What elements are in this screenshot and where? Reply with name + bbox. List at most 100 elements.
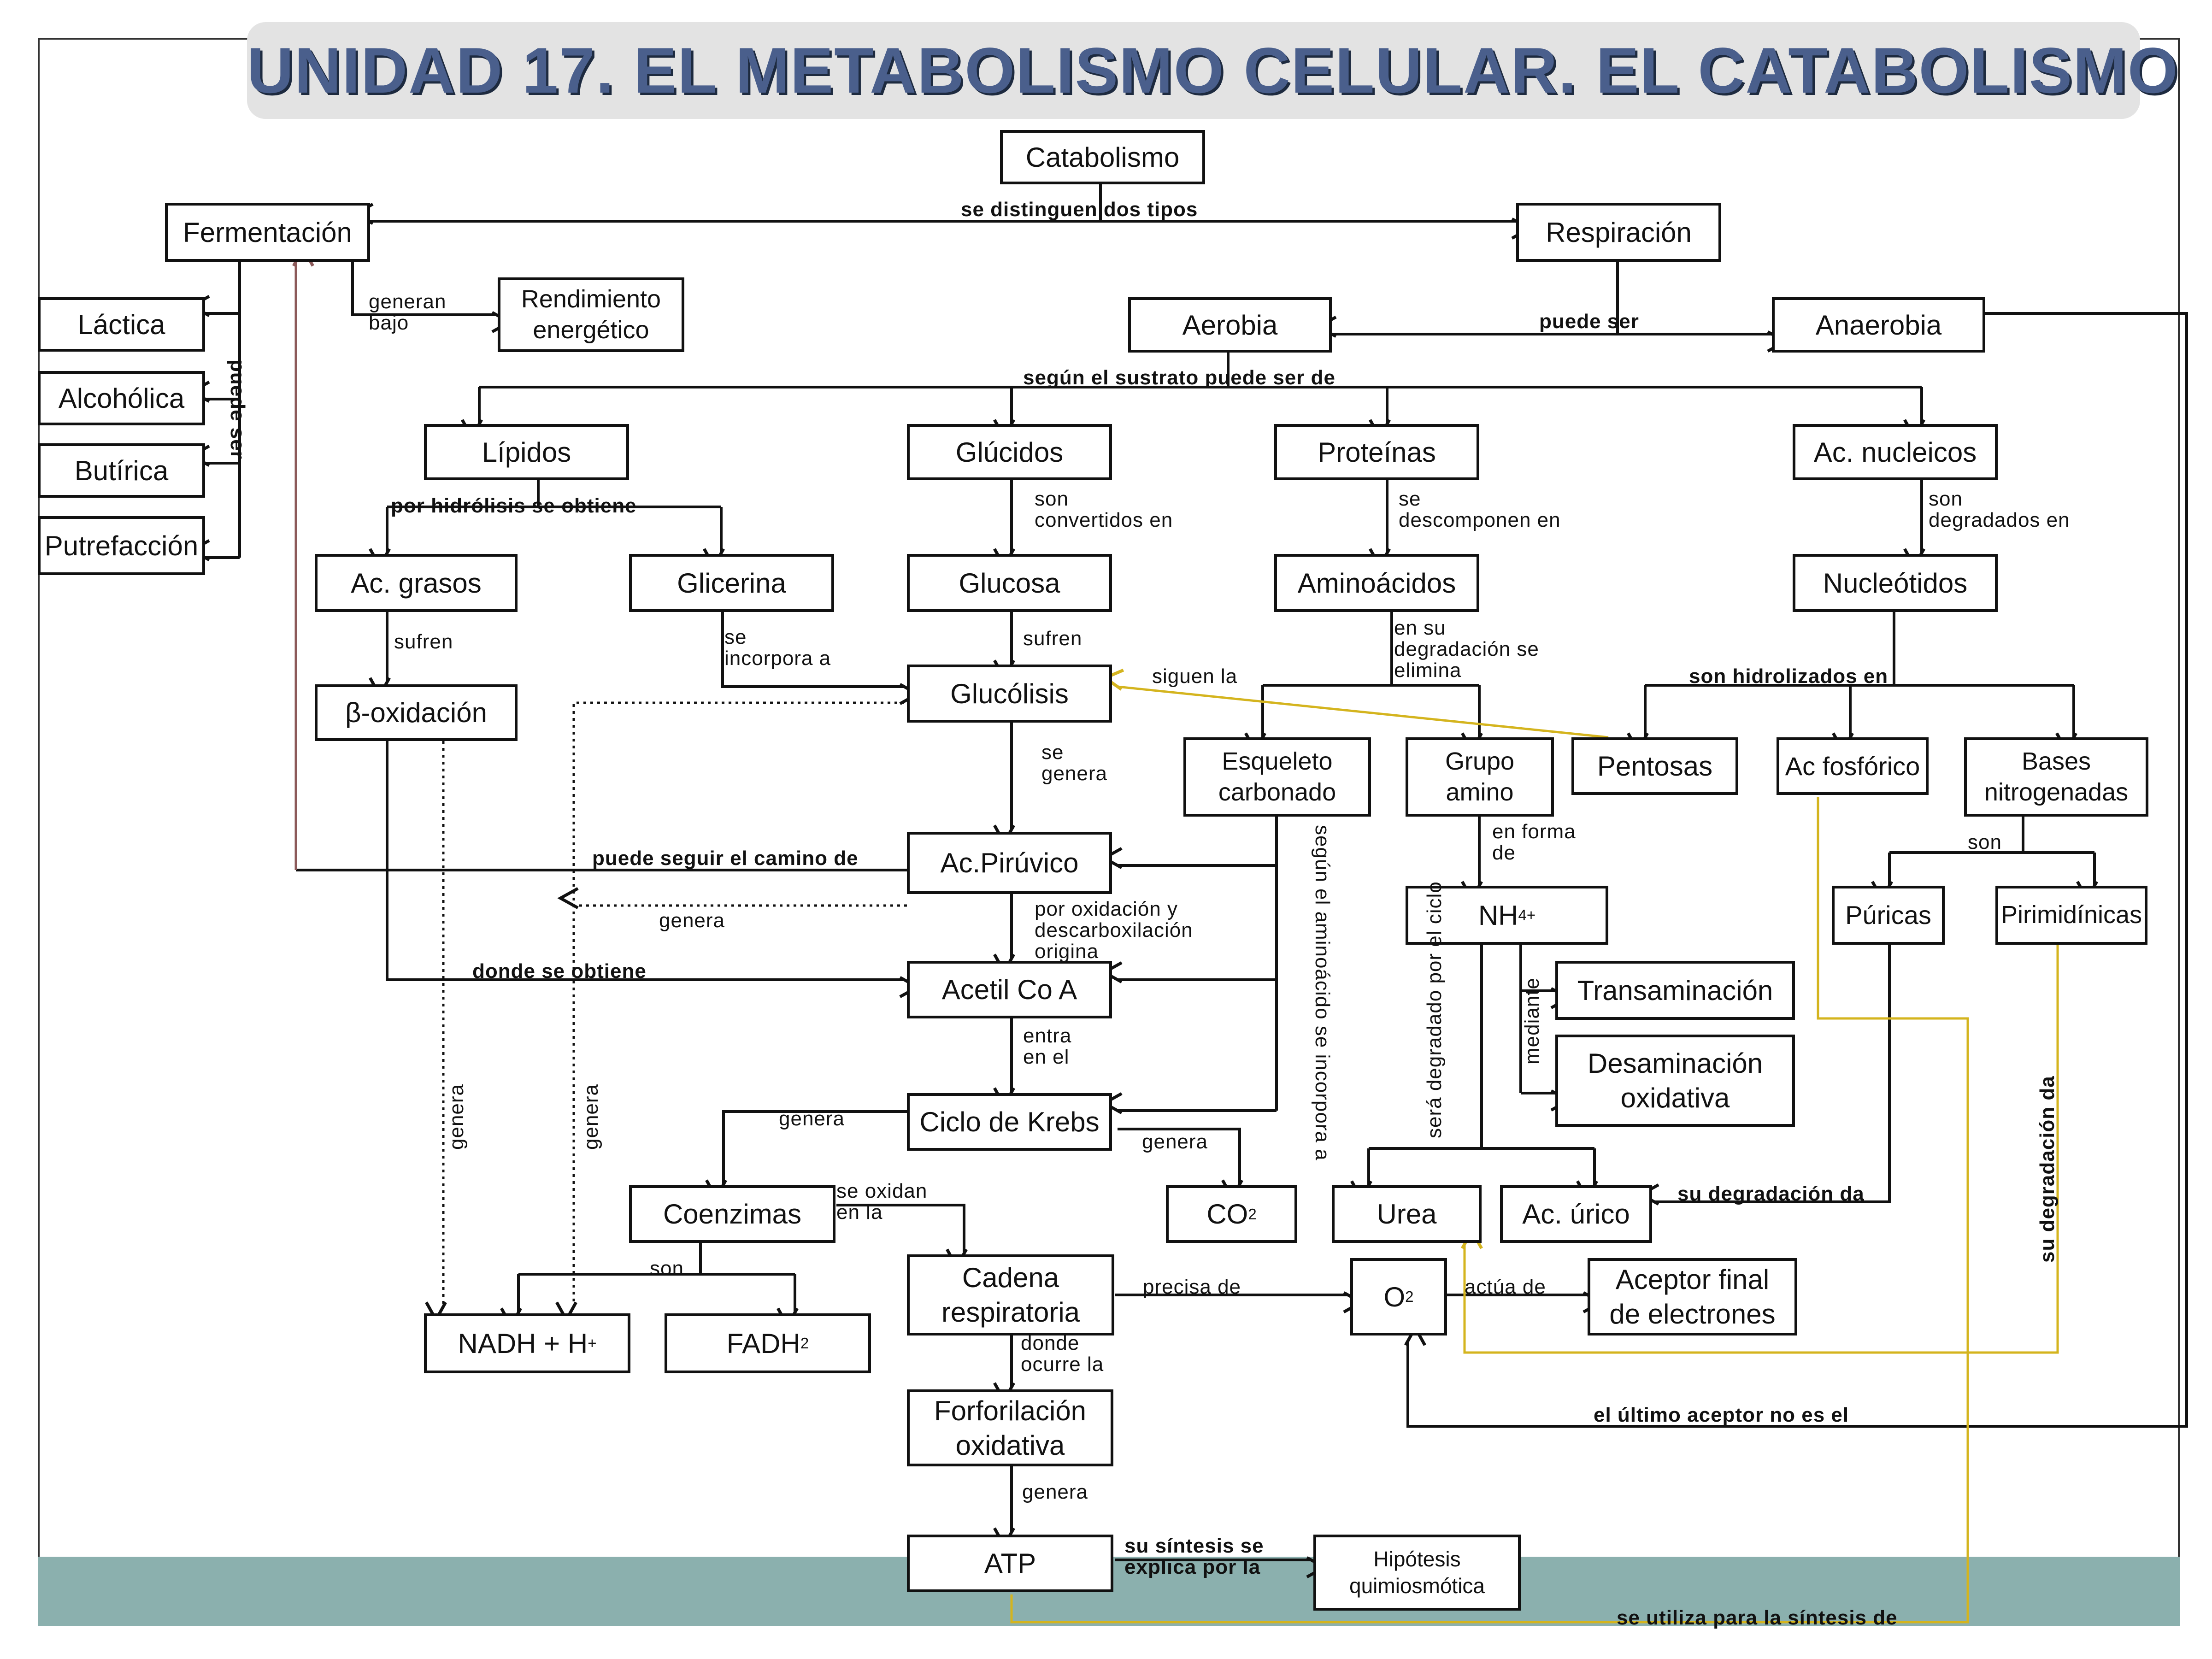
node-puricas: Púricas bbox=[1832, 886, 1945, 945]
label-se-genera: se genera bbox=[1041, 741, 1108, 785]
node-urea: Urea bbox=[1332, 1185, 1482, 1243]
co2-sub: 2 bbox=[1248, 1205, 1257, 1223]
page-title: UNIDAD 17. EL METABOLISMO CELULAR. EL CA… bbox=[247, 34, 2179, 106]
node-anaerobia: Anaerobia bbox=[1772, 297, 1985, 353]
nh4-sup: + bbox=[1526, 906, 1536, 924]
node-transaminacion: Transaminación bbox=[1555, 961, 1795, 1020]
label-por-oxidacion: por oxidación y descarboxilación origina bbox=[1035, 898, 1193, 963]
nh4-text: NH bbox=[1478, 900, 1518, 931]
label-son-convertidos: son convertidos en bbox=[1035, 488, 1173, 532]
label-son: son bbox=[1968, 831, 2002, 853]
label-se-utiliza: se utiliza para la síntesis de bbox=[1617, 1606, 1898, 1629]
nh4-sub: 4 bbox=[1518, 906, 1527, 924]
node-rendimiento: Rendimiento energético bbox=[498, 277, 684, 352]
label-genera-1: genera bbox=[659, 909, 725, 932]
node-atp: ATP bbox=[907, 1535, 1113, 1592]
node-aerobia: Aerobia bbox=[1128, 297, 1332, 353]
node-glucosa: Glucosa bbox=[907, 554, 1112, 612]
node-acetil-coa: Acetil Co A bbox=[907, 961, 1112, 1018]
label-puede-seguir: puede seguir el camino de bbox=[592, 847, 859, 870]
node-lactica: Láctica bbox=[38, 297, 205, 352]
node-ac-nucleicos: Ac. nucleicos bbox=[1793, 424, 1998, 480]
node-alcoholica: Alcohólica bbox=[38, 371, 205, 425]
label-entra-en-el: entra en el bbox=[1023, 1024, 1072, 1069]
nadh-text: NADH + H bbox=[458, 1328, 588, 1359]
o2-sub: 2 bbox=[1405, 1288, 1414, 1306]
node-esqueleto: Esqueleto carbonado bbox=[1183, 737, 1371, 817]
fadh-text: FADH bbox=[726, 1328, 800, 1359]
label-se-descomponen: se descomponen en bbox=[1399, 488, 1561, 532]
label-donde-se-obtiene: donde se obtiene bbox=[472, 960, 647, 982]
node-aceptor-final: Aceptor final de electrones bbox=[1588, 1258, 1797, 1335]
node-aminoacidos: Aminoácidos bbox=[1274, 554, 1479, 612]
node-bases: Bases nitrogenadas bbox=[1964, 737, 2148, 817]
label-sufren-1: sufren bbox=[394, 630, 453, 653]
node-nadh: NADH + H+ bbox=[424, 1313, 630, 1373]
node-lipidos: Lípidos bbox=[424, 424, 629, 480]
label-se-distinguen: se distinguen dos tipos bbox=[961, 198, 1198, 221]
node-glucolisis: Glucólisis bbox=[907, 665, 1112, 723]
node-grupo-amino: Grupo amino bbox=[1406, 737, 1554, 817]
node-ac-fosforico: Ac fosfórico bbox=[1777, 737, 1929, 795]
node-catabolismo: Catabolismo bbox=[1000, 130, 1205, 184]
label-se-incorpora: se incorpora a bbox=[724, 626, 831, 670]
node-ac-grasos: Ac. grasos bbox=[315, 554, 518, 612]
label-genera-3: genera bbox=[1142, 1130, 1208, 1153]
label-puede-ser-vertical: puede ser bbox=[226, 359, 249, 459]
label-siguen-la: siguen la bbox=[1152, 665, 1238, 688]
label-su-degradacion-da-vertical: su degradación da bbox=[2036, 1076, 2059, 1263]
nadh-sup: + bbox=[588, 1335, 597, 1352]
node-desaminacion: Desaminación oxidativa bbox=[1555, 1035, 1795, 1127]
label-puede-ser: puede ser bbox=[1539, 310, 1639, 333]
label-genera-vertical-2: genera bbox=[580, 1083, 602, 1150]
label-por-hidrolisis: por hidrólisis se obtiene bbox=[391, 494, 637, 517]
label-genera-2: genera bbox=[779, 1107, 845, 1130]
label-mediante: mediante bbox=[1521, 977, 1543, 1065]
node-glucidos: Glúcidos bbox=[907, 424, 1112, 480]
node-fosforilacion: Forforilación oxidativa bbox=[907, 1389, 1113, 1466]
label-sufren-2: sufren bbox=[1023, 627, 1082, 650]
node-butirica: Butírica bbox=[38, 443, 205, 498]
node-nucleotidos: Nucleótidos bbox=[1793, 554, 1998, 612]
label-son-degradados: son degradados en bbox=[1929, 488, 2070, 532]
label-donde-ocurre: donde ocurre la bbox=[1021, 1332, 1104, 1376]
label-son-hidrolizados: son hidrolizados en bbox=[1689, 665, 1888, 688]
label-su-sintesis: su síntesis se explica por la bbox=[1124, 1535, 1264, 1579]
label-genera-vertical-1: genera bbox=[445, 1083, 468, 1150]
label-son-2: son bbox=[650, 1257, 684, 1280]
label-segun-aminoacido: según el aminoácido se incorpora a bbox=[1311, 825, 1334, 1161]
node-hipotesis: Hipótesis quimiosmótica bbox=[1313, 1535, 1521, 1611]
title-bar bbox=[247, 22, 2140, 119]
label-se-oxidan: se oxidan en la bbox=[836, 1180, 928, 1224]
label-sera-degradado: será degradado por el ciclo bbox=[1423, 881, 1446, 1138]
label-actua-de: actúa de bbox=[1465, 1276, 1546, 1298]
node-coenzimas: Coenzimas bbox=[629, 1185, 835, 1243]
node-pentosas: Pentosas bbox=[1571, 737, 1738, 795]
label-el-ultimo: el último aceptor no es el bbox=[1594, 1404, 1849, 1426]
label-en-forma-de: en forma de bbox=[1492, 820, 1576, 865]
node-ac-urico: Ac. úrico bbox=[1500, 1185, 1652, 1243]
node-respiracion: Respiración bbox=[1516, 203, 1721, 262]
co2-text: CO bbox=[1206, 1199, 1248, 1230]
fadh-sub: 2 bbox=[800, 1335, 809, 1352]
node-cadena-respiratoria: Cadena respiratoria bbox=[907, 1254, 1114, 1335]
node-ciclo-krebs: Ciclo de Krebs bbox=[907, 1093, 1112, 1151]
node-pirimidinicas: Pirimidínicas bbox=[1995, 886, 2147, 945]
node-proteinas: Proteínas bbox=[1274, 424, 1479, 480]
node-fermentacion: Fermentación bbox=[165, 203, 370, 262]
label-en-su-degradacion: en su degradación se elimina bbox=[1394, 617, 1539, 682]
node-putrefaccion: Putrefacción bbox=[38, 516, 205, 575]
node-glicerina: Glicerina bbox=[629, 554, 834, 612]
label-generan-bajo: generan bajo bbox=[369, 290, 447, 335]
label-genera-4: genera bbox=[1022, 1481, 1088, 1503]
label-precisa-de: precisa de bbox=[1143, 1276, 1241, 1298]
label-su-degradacion-da: su degradación da bbox=[1677, 1182, 1865, 1205]
node-ac-piruvico: Ac.Pirúvico bbox=[907, 832, 1112, 894]
label-segun-sustrato: según el sustrato puede ser de bbox=[1023, 366, 1335, 389]
o2-text: O bbox=[1383, 1281, 1406, 1312]
